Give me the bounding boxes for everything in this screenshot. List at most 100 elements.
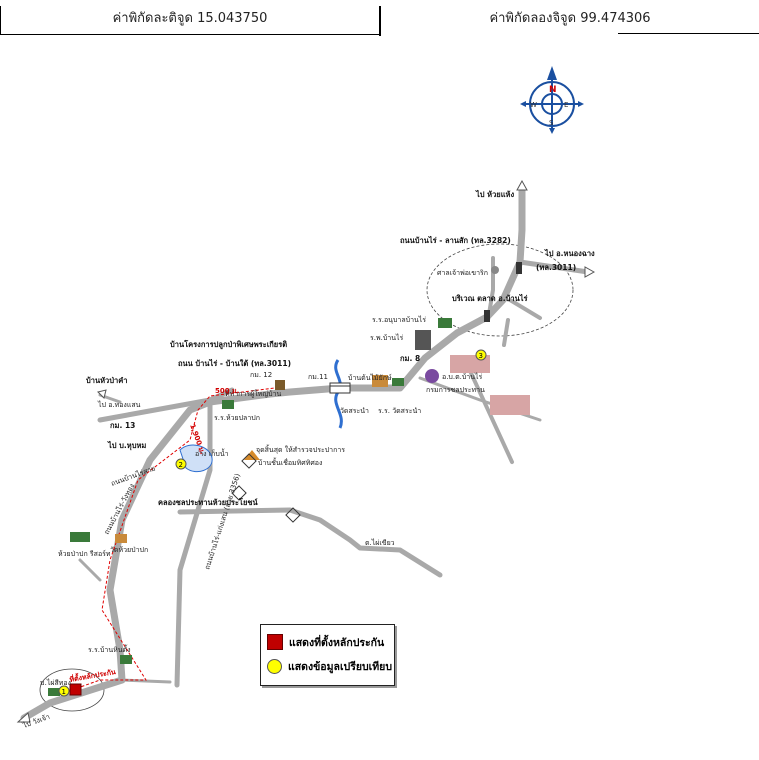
label-hospital: ร.พ.บ้านไร่ bbox=[370, 333, 404, 342]
label-school-sa-prang: ร.ร. วัดสระนำ bbox=[378, 407, 421, 415]
school-icon bbox=[438, 318, 452, 328]
market-area-circle bbox=[426, 243, 574, 337]
label-reservoir: อ่าง เก็บน้ำ bbox=[195, 447, 229, 458]
resort-temple-icon bbox=[115, 534, 127, 543]
label-fish-point: จุดสิ้นสุด ให้สำรวจประปาการ bbox=[256, 443, 345, 454]
label-ban-phuwa: ต.ไผ่เขียว bbox=[365, 538, 395, 547]
fish-point-icon bbox=[244, 450, 260, 460]
traffic-light-icon-1 bbox=[484, 310, 490, 322]
map-legend: แสดงที่ตั้งหลักประกัน แสดงข้อมูลเปรียบเท… bbox=[260, 624, 395, 686]
shrine-icon bbox=[491, 266, 499, 274]
temple-icon bbox=[372, 375, 388, 387]
label-road-small: ถนนบ้านไร่สาย bbox=[110, 463, 157, 487]
label-school-anuban: ร.ร.อนุบาลบ้านไร่ bbox=[372, 315, 426, 324]
school-huai-pla-kang-icon bbox=[222, 400, 234, 409]
river bbox=[334, 359, 343, 429]
legend-comparison-row: แสดงข้อมูลเปรียบเทียบ bbox=[267, 657, 392, 675]
label-school-ban-hin-tung: ร.ร.บ้านหินตั้ง bbox=[88, 643, 131, 654]
label-school-ban-chan: บ้านชั้นเชื่อมทิศทิศอง bbox=[258, 456, 322, 467]
compass-south-point bbox=[549, 128, 555, 134]
road-southeast bbox=[463, 358, 514, 464]
road-network bbox=[20, 186, 591, 722]
resort-icon bbox=[70, 532, 90, 542]
houses-cluster-icon-2 bbox=[490, 395, 530, 415]
road-east-canal bbox=[177, 507, 443, 578]
longitude-underline bbox=[618, 33, 759, 34]
label-dist-500m: 500 ม. bbox=[215, 387, 239, 395]
junction-icon-2 bbox=[231, 485, 247, 501]
building-icons bbox=[48, 262, 530, 696]
arrow-southwest bbox=[16, 712, 31, 723]
label-road-3011: (ทล.3011) bbox=[536, 263, 576, 272]
district-office-icon bbox=[425, 369, 439, 383]
svg-text:2: 2 bbox=[179, 461, 183, 469]
comparison-marker-2: 2 bbox=[175, 458, 187, 470]
label-to-nong-chang: ไป อ.หนองฉาง bbox=[544, 248, 595, 258]
label-km13: กม. 13 bbox=[110, 421, 135, 430]
label-km8: กม. 8 bbox=[400, 354, 420, 363]
site-area-circle bbox=[39, 668, 105, 712]
coordinate-divider bbox=[379, 6, 381, 36]
latitude-label: ค่าพิกัดละติจูด 15.043750 bbox=[0, 6, 380, 35]
label-shrine: ศาลเจ้าพ่อเขาริก bbox=[437, 269, 488, 277]
road-site-link bbox=[120, 678, 172, 684]
school-sa-prang-icon bbox=[392, 378, 404, 386]
label-to-ban-ha: ไป บ.หุบหม bbox=[107, 440, 146, 450]
coordinate-bar-edge bbox=[0, 6, 1, 34]
compass-s: S bbox=[549, 119, 554, 127]
longitude-label: ค่าพิกัดลองจิจูด 99.474306 bbox=[489, 11, 651, 26]
label-mu-ban-si: ม.ไผ่สีทอง bbox=[40, 678, 71, 687]
label-road-3282: ถนนบ้านไร่ - ลานสัก (ทล.3282) bbox=[400, 235, 511, 245]
label-km11: กม.11 bbox=[308, 373, 328, 381]
route-to-site bbox=[71, 387, 276, 691]
bridge-icon bbox=[329, 382, 351, 394]
label-road-banrai-kokku: ถนนบ้านไร่-แก่งเสน (สาย 3356) bbox=[202, 472, 242, 571]
compass-e: E bbox=[564, 101, 568, 109]
village-icon bbox=[48, 688, 60, 696]
label-temple-resort: วัดห้วยป่าปก bbox=[110, 546, 148, 554]
arrow-east bbox=[584, 266, 596, 278]
junction-icon-1 bbox=[241, 453, 257, 469]
label-temple-pa-kum: บ้านหัวป่าคำ bbox=[86, 376, 127, 385]
label-resort: ห้วยป่าปก รีสอร์ท bbox=[58, 550, 111, 558]
road-market-3 bbox=[502, 318, 510, 347]
compass-w: W bbox=[530, 101, 537, 109]
legend-collateral-label: แสดงที่ตั้งหลักประกัน bbox=[289, 636, 385, 649]
label-water-office: กรมการชลประทาน bbox=[426, 386, 485, 394]
label-district-office: อ.บ.ต.บ้านไร่ bbox=[442, 372, 483, 381]
label-royal-project: บ้านโครงการปลูกป่าพิเศษพระเกียรติ bbox=[170, 339, 287, 350]
arrow-north bbox=[516, 179, 528, 191]
junction-icon-3 bbox=[285, 507, 301, 523]
label-khao-pang: ที่ทำการผู้ใหญ่บ้าน bbox=[225, 389, 282, 398]
label-to-mueang: ไป อ.ทองแสน bbox=[97, 400, 141, 409]
label-road-3011-banrai: ถนน บ้านไร่ - บ้านใต้ (ทล.3011) bbox=[178, 358, 291, 368]
coordinate-bar: ค่าพิกัดละติจูด 15.043750 ค่าพิกัดลองจิจ… bbox=[0, 6, 759, 36]
road-south-branch bbox=[174, 399, 213, 688]
svg-text:3: 3 bbox=[479, 352, 483, 360]
main-road bbox=[20, 186, 526, 722]
compass-n: N bbox=[549, 85, 557, 95]
svg-text:1: 1 bbox=[62, 688, 66, 696]
legend-comparison-label: แสดงข้อมูลเปรียบเทียบ bbox=[288, 660, 393, 673]
road-resort-link bbox=[78, 558, 102, 582]
traffic-light-icon-2 bbox=[516, 262, 522, 274]
comparison-marker-1: 1 bbox=[58, 685, 70, 697]
royal-project-icon bbox=[275, 380, 285, 390]
compass-north-arrow bbox=[547, 66, 557, 80]
compass-west-point bbox=[520, 101, 526, 107]
hospital-building-icon bbox=[415, 330, 431, 350]
school-hin-tung-icon bbox=[120, 655, 132, 664]
collateral-site-marker bbox=[69, 683, 82, 696]
comparison-circle-icon bbox=[267, 658, 282, 674]
label-wat-sa-prang: วัดสระนำ bbox=[340, 407, 369, 415]
collateral-square-icon bbox=[267, 634, 283, 650]
comparison-marker-3: 3 bbox=[475, 349, 487, 361]
road-nong-chang bbox=[517, 259, 591, 275]
label-km12: กม. 12 bbox=[250, 371, 272, 379]
label-market-area: บริเวณ ตลาด อ.บ้านไร่ bbox=[452, 293, 529, 303]
compass-east-point bbox=[578, 101, 584, 107]
label-irrigation-canal: คลองชลประทานห้วยประโยชน์ bbox=[158, 497, 258, 507]
label-school-huai-pla-kang: ร.ร.ห้วยปลาปก bbox=[214, 414, 260, 422]
reservoir-shape bbox=[179, 444, 213, 473]
